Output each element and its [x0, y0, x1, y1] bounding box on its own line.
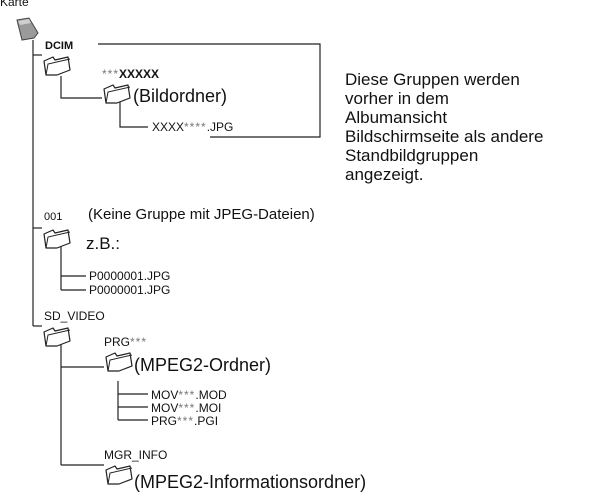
video-file-mod: MOV***.MOD: [151, 389, 227, 401]
mgr-info-caption: (MPEG2-Informationsordner): [134, 472, 367, 492]
prg-caption: (MPEG2-Ordner): [134, 355, 272, 375]
folder-icon: [103, 84, 131, 104]
file-suffix: .MOI: [195, 401, 222, 415]
sd-video-label: SD_VIDEO: [44, 309, 105, 323]
note-line: Bildschirmseite als andere: [345, 127, 544, 146]
dcim-file-suffix: .JPG: [206, 120, 234, 134]
prg-stars: ***: [130, 335, 148, 349]
prg-folder-name: PRG***: [104, 336, 147, 348]
folder-icon: [43, 327, 71, 347]
group-001-caption: (Keine Gruppe mit JPEG-Dateien): [88, 206, 315, 223]
subfolder-id: XXXXX: [119, 67, 160, 81]
note-line: Diese Gruppen werden: [345, 70, 520, 89]
file-name: P0000001.JPG: [89, 269, 171, 283]
file-prefix: PRG: [151, 414, 178, 428]
folder-icon: [43, 56, 71, 76]
sd-card-icon: [16, 17, 39, 41]
folder-icon: [105, 465, 133, 485]
note-line: angezeigt.: [345, 165, 424, 184]
dcim-file: XXXX****.JPG: [152, 121, 233, 133]
file-stars: ***: [178, 401, 196, 415]
prg-name: PRG: [104, 335, 131, 349]
group-001-label: 001: [44, 211, 63, 223]
dcim-group-note: Diese Gruppen werden vorher in dem Album…: [345, 70, 543, 184]
subfolder-caption: (Bildordner): [133, 86, 228, 106]
mgr-info-label: MGR_INFO: [104, 448, 168, 462]
file-suffix: .MOD: [195, 388, 227, 402]
file-name: P0000001.JPG: [89, 283, 171, 297]
folder-icon: [43, 229, 71, 249]
video-file-moi: MOV***.MOI: [151, 402, 221, 414]
file-stars: ***: [177, 414, 195, 428]
file-prefix: MOV: [151, 401, 179, 415]
note-line: Standbildgruppen: [345, 146, 479, 165]
folder-icon: [105, 352, 133, 372]
file-prefix: MOV: [151, 388, 179, 402]
video-file-pgi: PRG***.PGI: [151, 415, 218, 427]
file-suffix: .PGI: [194, 414, 219, 428]
example-label: z.B.:: [86, 234, 121, 253]
root-label: Karte: [0, 0, 29, 9]
file-stars: ***: [178, 388, 196, 402]
dcim-file-prefix: XXXX: [152, 120, 185, 134]
note-line: vorher in dem: [345, 89, 449, 108]
dcim-file-stars: ****: [184, 120, 207, 134]
dcim-label: DCIM: [45, 40, 74, 52]
subfolder-name: ***XXXXX: [102, 68, 159, 80]
subfolder-prefix: ***: [102, 67, 120, 81]
note-line: Albumansicht: [345, 108, 448, 127]
